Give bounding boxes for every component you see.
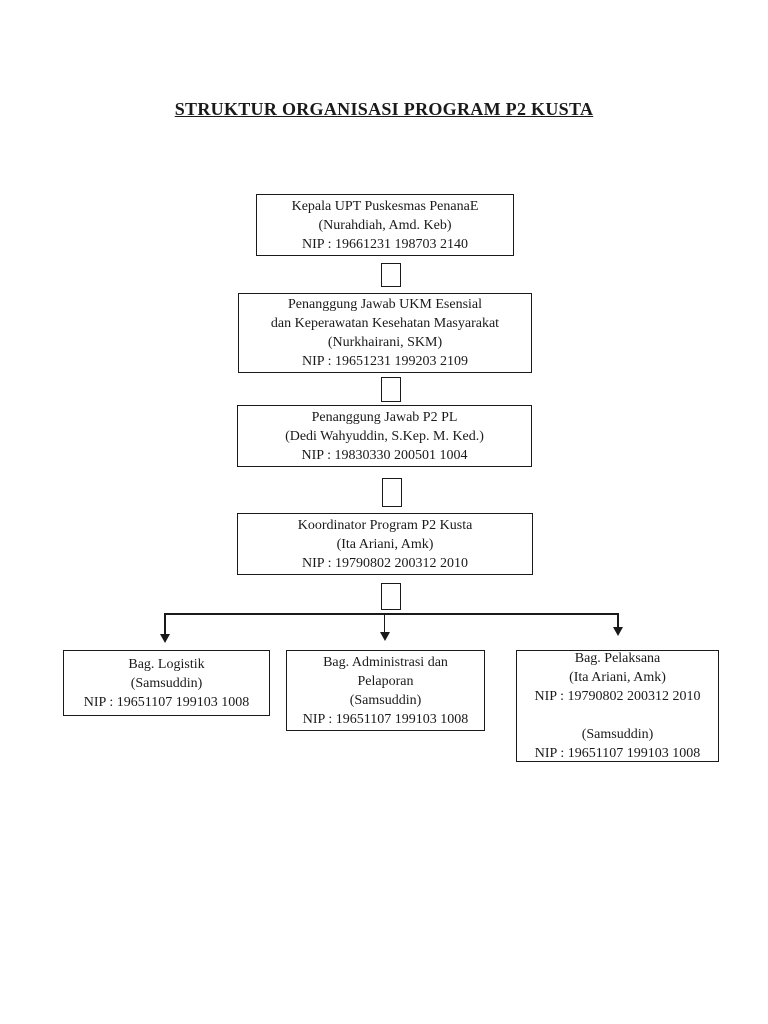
down-arrow-left bbox=[160, 613, 171, 643]
arrow-head-icon bbox=[613, 627, 623, 636]
org-node-koordinator-p2-kusta: Koordinator Program P2 Kusta (Ita Ariani… bbox=[237, 513, 533, 575]
org-node-pj-p2-pl: Penanggung Jawab P2 PL (Dedi Wahyuddin, … bbox=[237, 405, 532, 467]
node-spacer bbox=[517, 706, 718, 725]
node-role: Bag. Administrasi dan bbox=[323, 654, 448, 670]
arrow-head-icon bbox=[160, 634, 170, 643]
connector-square-3 bbox=[382, 478, 402, 507]
node-person: (Samsuddin) bbox=[349, 692, 422, 708]
node-role: dan Keperawatan Kesehatan Masyarakat bbox=[270, 316, 500, 331]
node-nip: NIP : 19790802 200312 2010 bbox=[302, 555, 468, 571]
connector-square-1 bbox=[381, 263, 401, 287]
node-role: Koordinator Program P2 Kusta bbox=[297, 517, 473, 533]
branch-horizontal-line bbox=[165, 613, 619, 615]
org-node-kepala-upt-puskesmas: Kepala UPT Puskesmas PenanaE (Nurahdiah,… bbox=[256, 194, 514, 256]
node-person: (Ita Ariani, Amk) bbox=[569, 670, 666, 685]
arrow-stem bbox=[384, 614, 385, 632]
node-role: Bag. Pelaksana bbox=[574, 651, 661, 666]
node-role: Pelaporan bbox=[357, 673, 414, 689]
node-person: (Dedi Wahyuddin, S.Kep. M. Ked.) bbox=[285, 428, 484, 444]
org-node-bag-pelaksana: Bag. Pelaksana (Ita Ariani, Amk) NIP : 1… bbox=[516, 650, 719, 762]
node-person: (Samsuddin) bbox=[130, 675, 203, 691]
page-title: STRUKTUR ORGANISASI PROGRAM P2 KUSTA bbox=[174, 99, 594, 119]
connector-square-4 bbox=[381, 583, 401, 610]
node-nip: NIP : 19651107 199103 1008 bbox=[302, 711, 469, 727]
org-node-pj-ukm-esensial: Penanggung Jawab UKM Esensial dan Kepera… bbox=[238, 293, 532, 373]
node-person: (Nurahdiah, Amd. Keb) bbox=[318, 217, 452, 233]
node-nip: NIP : 19790802 200312 2010 bbox=[534, 689, 701, 704]
node-nip: NIP : 19830330 200501 1004 bbox=[301, 447, 468, 463]
node-nip: NIP : 19651107 199103 1008 bbox=[534, 746, 701, 761]
node-role: Penanggung Jawab P2 PL bbox=[311, 409, 458, 425]
node-person: (Ita Ariani, Amk) bbox=[336, 536, 434, 552]
node-nip: NIP : 19651231 199203 2109 bbox=[302, 354, 468, 369]
node-role: Kepala UPT Puskesmas PenanaE bbox=[291, 198, 479, 214]
node-role: Bag. Logistik bbox=[128, 656, 205, 672]
connector-square-2 bbox=[381, 377, 401, 402]
org-node-bag-administrasi-pelaporan: Bag. Administrasi dan Pelaporan (Samsudd… bbox=[286, 650, 485, 731]
down-arrow-middle bbox=[379, 614, 390, 641]
node-nip: NIP : 19661231 198703 2140 bbox=[302, 236, 468, 252]
node-person: (Nurkhairani, SKM) bbox=[327, 335, 443, 350]
org-node-bag-logistik: Bag. Logistik (Samsuddin) NIP : 19651107… bbox=[63, 650, 270, 716]
down-arrow-right bbox=[613, 613, 624, 636]
node-nip: NIP : 19651107 199103 1008 bbox=[83, 694, 250, 710]
arrow-stem bbox=[164, 613, 166, 634]
arrow-head-icon bbox=[379, 632, 390, 641]
arrow-stem bbox=[617, 613, 619, 627]
node-person: (Samsuddin) bbox=[581, 727, 654, 742]
node-role: Penanggung Jawab UKM Esensial bbox=[287, 297, 483, 312]
